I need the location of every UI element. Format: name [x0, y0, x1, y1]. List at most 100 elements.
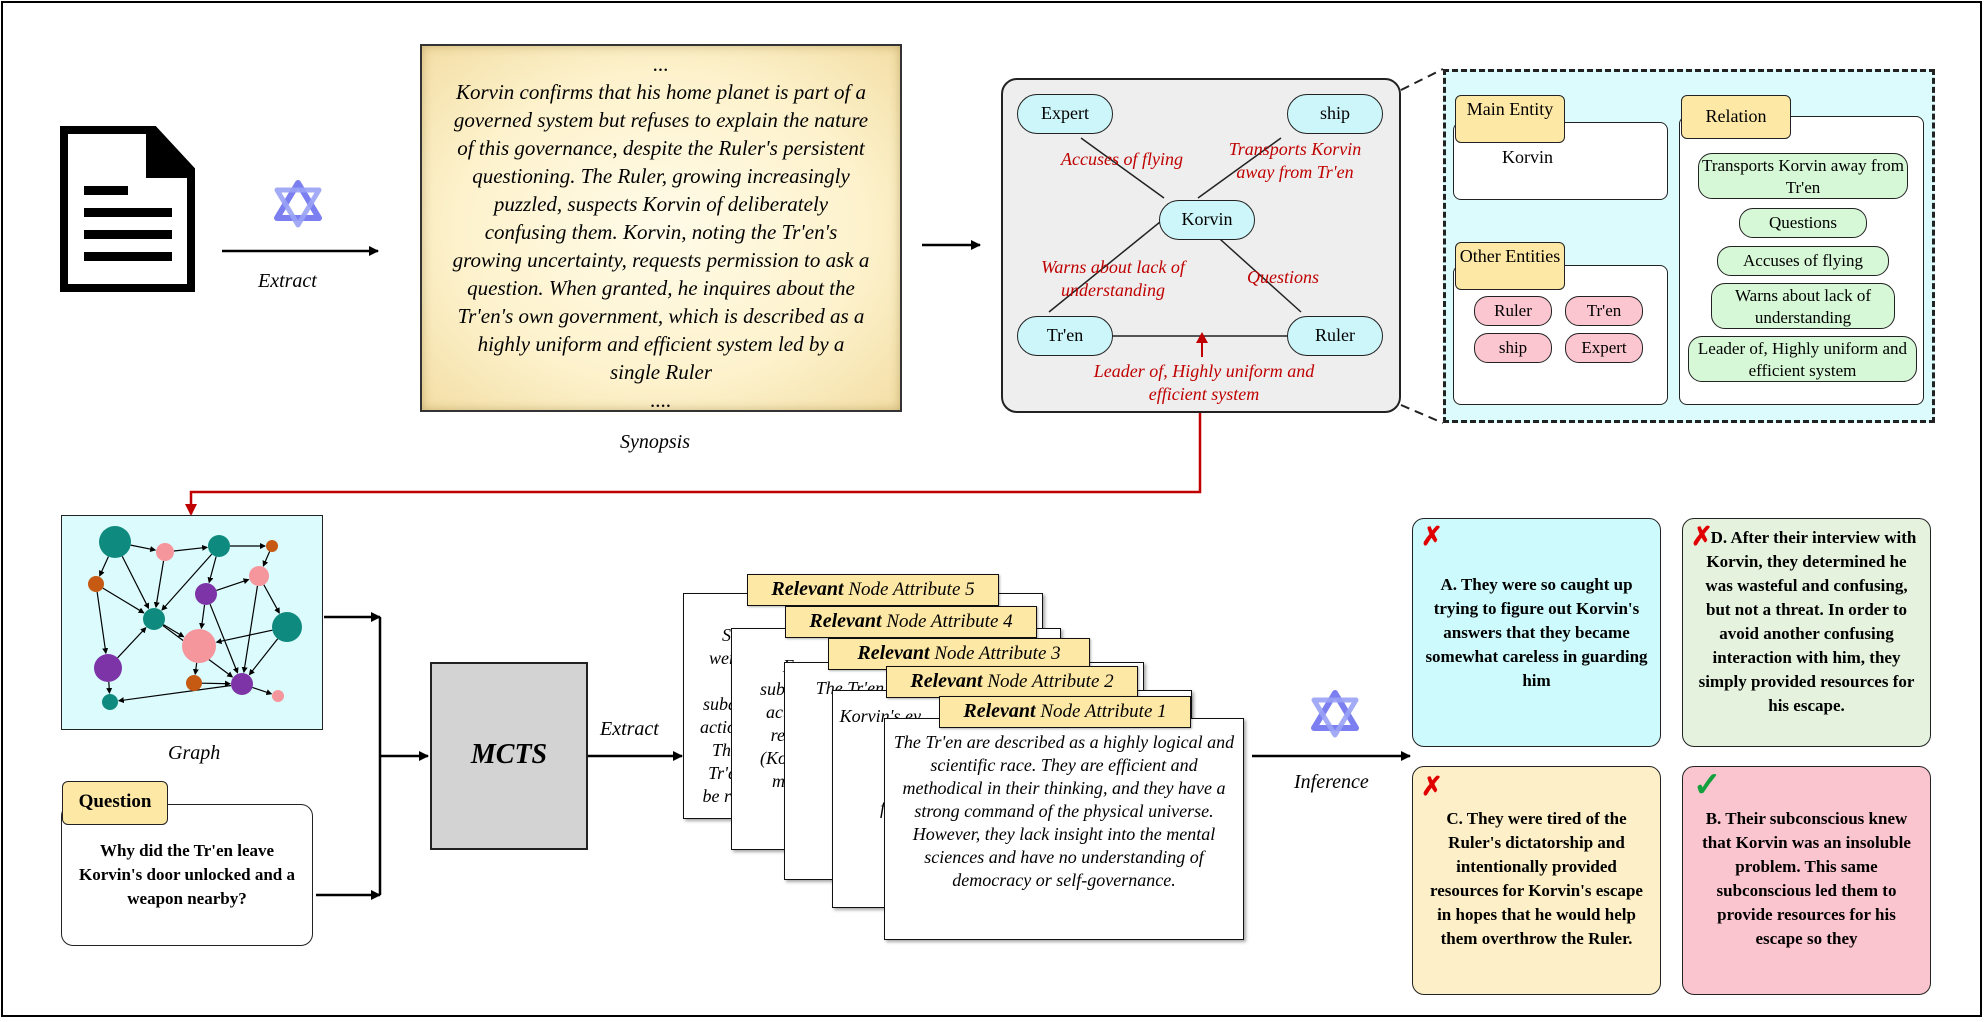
- synopsis-line: ...: [653, 52, 669, 76]
- card-partial-line: subc: [703, 694, 736, 714]
- graph-edge: [163, 624, 185, 638]
- relation-pill-warns: Warns about lack of understanding: [1711, 283, 1895, 329]
- answer-b-text: B. Their subconscious knew that Korvin w…: [1702, 809, 1911, 948]
- graph-edge: [252, 686, 273, 696]
- graph-node: [249, 566, 269, 586]
- kg-relation-accuses: Accuses of flying: [1061, 149, 1183, 169]
- synopsis-line: growing uncertainty, requests permission…: [452, 248, 870, 272]
- mcts-label: MCTS: [470, 739, 548, 770]
- question-text: Why did the Tr'en leave Korvin's door un…: [78, 841, 296, 908]
- kg-relation-questions: Questions: [1247, 267, 1319, 287]
- kg-edges: [1048, 137, 1302, 357]
- card-partial-line: be ri: [702, 786, 737, 806]
- card-partial-line: Tr'e: [708, 763, 736, 783]
- synopsis-line: highly uniform and efficient system led …: [477, 332, 845, 356]
- card-partial-line: Thi: [711, 740, 736, 760]
- wrong-mark-icon: ✗: [1691, 522, 1713, 551]
- graph-node: [231, 673, 253, 695]
- kg-node-tren: Tr'en: [1017, 316, 1113, 356]
- kg-node-ruler: Ruler: [1287, 316, 1383, 356]
- entity-pill-tren: Tr'en: [1565, 296, 1643, 326]
- answer-a-text: A. They were so caught up trying to figu…: [1425, 575, 1648, 690]
- answer-d: ✗ D. After their interview with Korvin, …: [1682, 518, 1931, 747]
- wrong-mark-icon: ✗: [1421, 522, 1443, 551]
- entity-pill-ship: ship: [1474, 333, 1552, 363]
- entity-relation-legend: Korvin Main Entity Ruler Tr'en ship Expe…: [1443, 69, 1935, 423]
- attribute-tag-1: Relevant Node Attribute 1: [939, 696, 1191, 728]
- synopsis-caption: Synopsis: [620, 431, 690, 453]
- relation-tag: Relation: [1681, 95, 1791, 139]
- synopsis-line: of this governance, despite the Ruler's …: [457, 136, 865, 160]
- synopsis-line: single Ruler: [609, 360, 713, 384]
- synopsis-line: ....: [650, 388, 672, 412]
- card-partial-line: Sl: [721, 625, 736, 645]
- relation-panel: Transports Korvin away from Tr'en Questi…: [1679, 116, 1924, 405]
- card-partial-line: wer: [709, 648, 736, 668]
- graph-edge: [130, 544, 157, 552]
- graph-edge: [117, 627, 147, 659]
- graph-node: [266, 540, 278, 552]
- main-entity-tag: Main Entity: [1455, 95, 1565, 143]
- graph-panel: [61, 515, 323, 730]
- attribute-card-1-text: The Tr'en are described as a highly logi…: [893, 732, 1235, 890]
- kg-relation-warns: Warns about lack of understanding: [1041, 257, 1185, 300]
- graph-node: [143, 608, 165, 630]
- llm-logo-icon-inference: [1310, 690, 1360, 743]
- graph-node: [195, 583, 217, 605]
- graph-edge: [215, 629, 273, 645]
- graph-caption: Graph: [168, 742, 221, 764]
- graph-edge: [96, 591, 109, 655]
- zoom-line-top: [1400, 68, 1444, 91]
- graph-node: [156, 543, 174, 561]
- graph-edge: [106, 681, 113, 695]
- relation-pill-transports: Transports Korvin away from Tr'en: [1698, 153, 1908, 199]
- correct-check-icon: ✓: [1693, 767, 1722, 804]
- entity-pill-ruler: Ruler: [1474, 296, 1552, 326]
- relation-pill-leader: Leader of, Highly uniform and efficient …: [1688, 336, 1917, 382]
- main-entity-value: Korvin: [1502, 147, 1553, 167]
- relation-pill-accuses: Accuses of flying: [1717, 246, 1889, 276]
- graph-node: [102, 694, 118, 710]
- answer-c: ✗ C. They were tired of the Ruler's dict…: [1412, 766, 1661, 995]
- answer-c-text: C. They were tired of the Ruler's dictat…: [1430, 809, 1643, 948]
- graph-node: [186, 675, 202, 691]
- kg-node-ship: ship: [1287, 94, 1383, 134]
- graph-edge: [216, 578, 250, 592]
- zoom-line-bottom: [1400, 404, 1444, 424]
- synopsis-line: Tr'en's own government, which is describ…: [457, 304, 865, 328]
- knowledge-graph-box: Expert ship Korvin Tr'en Ruler Accuses o…: [1001, 78, 1401, 413]
- graph-node: [99, 526, 131, 558]
- card-partial-line: [684, 670, 736, 693]
- graph-edge: [99, 556, 109, 577]
- graph-edge: [161, 553, 213, 611]
- graph-edge: [117, 684, 232, 704]
- graph-node: [272, 612, 302, 642]
- kg-relation-transports: Transports Korvin away from Tr'en: [1228, 139, 1362, 182]
- question-tag: Question: [62, 781, 168, 825]
- extract-label-bottom: Extract: [600, 718, 659, 740]
- synopsis-line: confusing them. Korvin, noting the Tr'en…: [484, 220, 838, 244]
- wrong-mark-icon: ✗: [1421, 772, 1443, 801]
- graph-node: [272, 690, 284, 702]
- graph-edge: [241, 585, 259, 674]
- entity-pill-expert: Expert: [1565, 333, 1643, 363]
- graph-node: [208, 535, 230, 557]
- inference-label: Inference: [1294, 771, 1369, 793]
- attribute-tag-4: Relevant Node Attribute 4: [785, 606, 1037, 638]
- graph-edge: [201, 680, 232, 687]
- document-icon: [60, 126, 195, 297]
- synopsis-line: questioning. The Ruler, growing increasi…: [472, 164, 850, 188]
- graph-edge: [121, 556, 150, 610]
- attribute-tag-2: Relevant Node Attribute 2: [886, 666, 1138, 698]
- attribute-tag-5: Relevant Node Attribute 5: [747, 574, 999, 606]
- synopsis-line: governed system but refuses to explain t…: [453, 108, 869, 132]
- attribute-card-1: The Tr'en are described as a highly logi…: [884, 718, 1244, 940]
- relation-pill-questions: Questions: [1739, 208, 1867, 238]
- graph-edge: [263, 584, 280, 614]
- graph-node: [88, 576, 104, 592]
- graph-node: [182, 629, 216, 663]
- other-entities-tag: Other Entities: [1455, 242, 1565, 290]
- kg-to-graph-arrow: [185, 413, 1202, 516]
